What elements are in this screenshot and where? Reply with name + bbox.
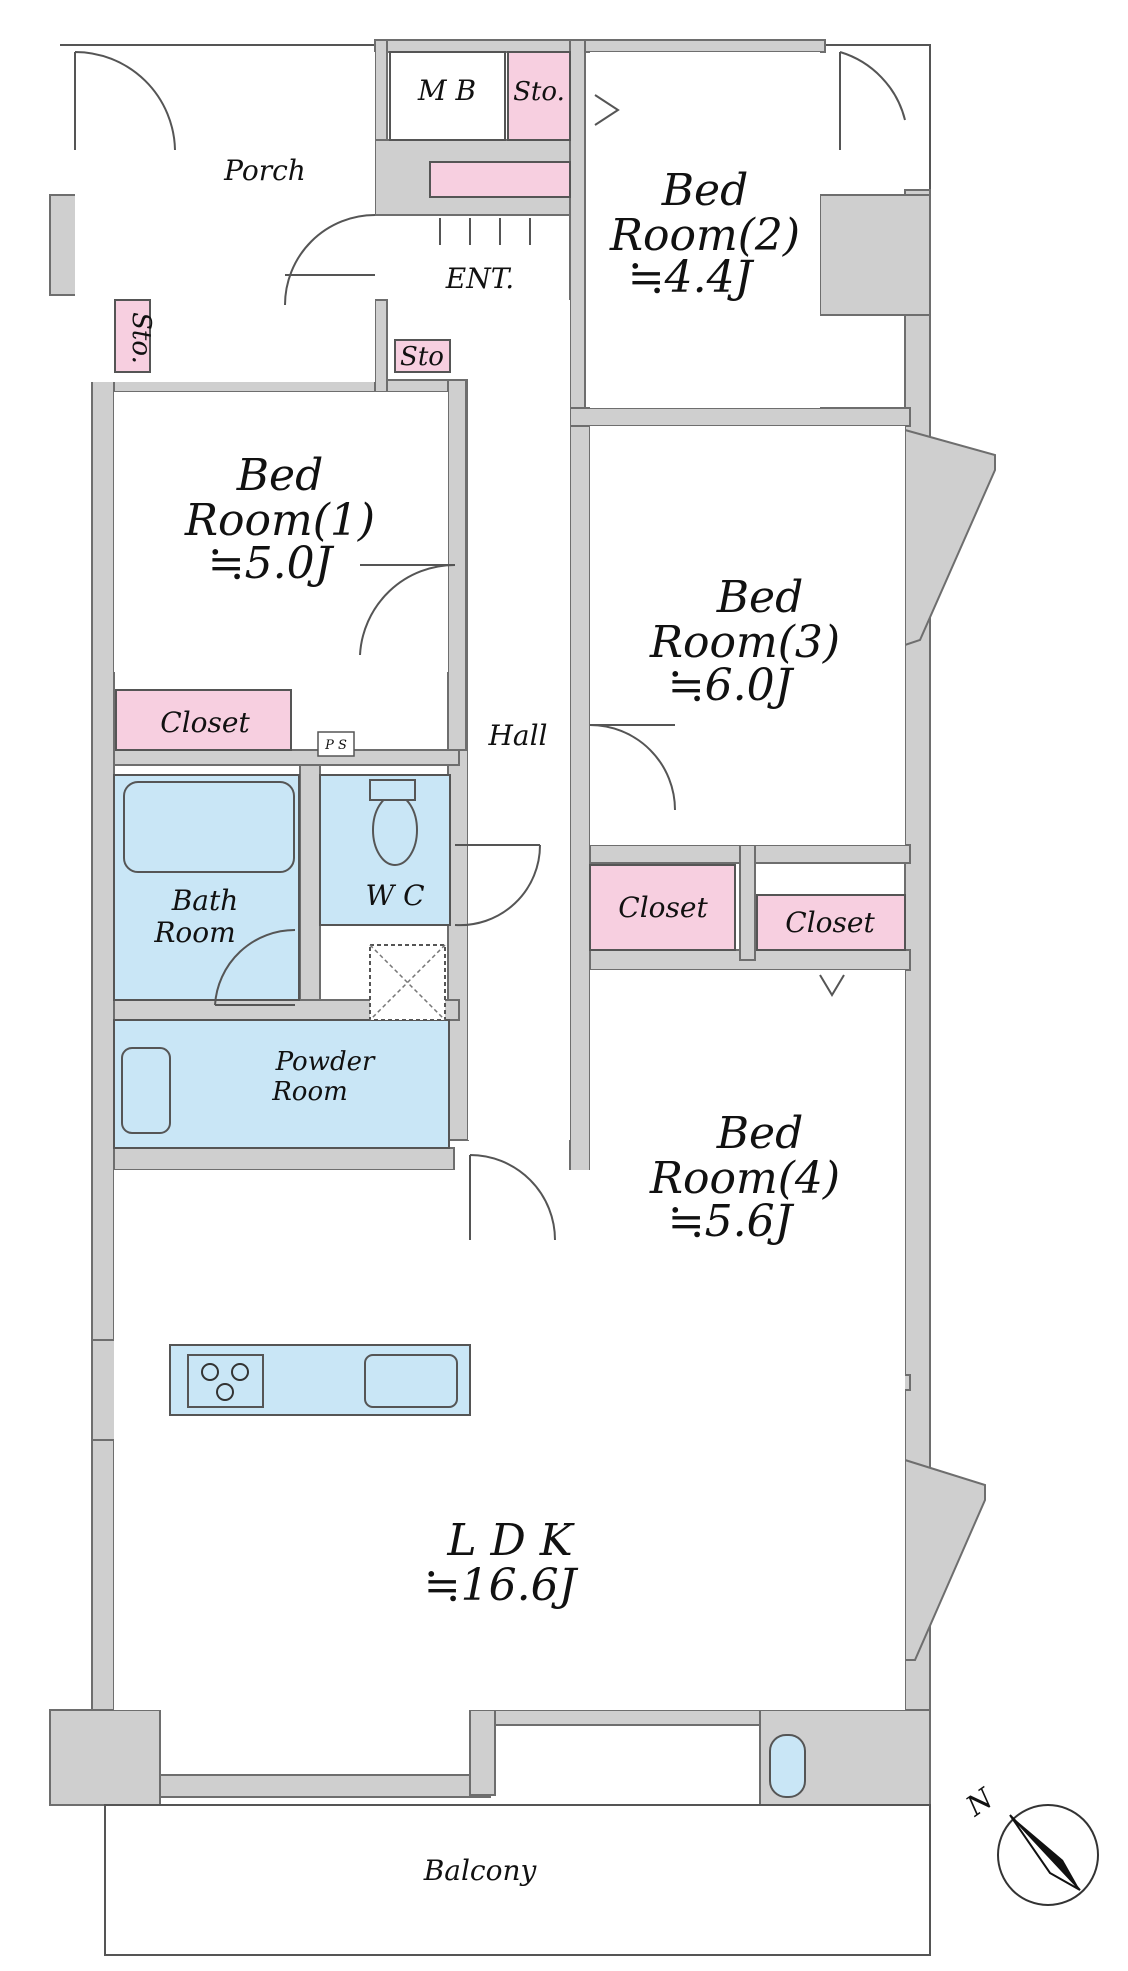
storage-porch — [114, 299, 151, 373]
bedroom-3-title-1: Bed — [716, 572, 804, 623]
balcony-area — [104, 1804, 931, 1956]
bathtub-icon — [123, 781, 295, 873]
storage-hall-label: Sto — [400, 342, 444, 372]
hall-floor — [468, 300, 570, 1140]
doors — [74, 51, 906, 1241]
storage-top-label: Sto. — [513, 77, 565, 107]
bedroom-1-area: ≒5.0J — [208, 538, 335, 589]
entrance-label: ENT. — [445, 262, 514, 295]
bedroom-3-floor — [590, 426, 905, 845]
bedroom-2-floor — [590, 52, 820, 408]
closet-bedroom-3-label: Closet — [618, 891, 708, 924]
storage-top — [507, 51, 571, 141]
bedroom-1-title-2: Room(1) — [184, 495, 375, 546]
ldk-area: ≒16.6J — [424, 1560, 579, 1611]
closet-bedroom-4 — [756, 894, 906, 951]
toilet-icon — [372, 794, 418, 866]
bedroom-2-area: ≒4.4J — [628, 252, 755, 303]
ldk-label: L D K — [446, 1515, 574, 1566]
rooms — [75, 52, 905, 1710]
bedroom-2-title-1: Bed — [661, 165, 749, 216]
sink-icon — [364, 1354, 458, 1408]
bedroom-3-title-2: Room(3) — [649, 617, 840, 668]
bedroom-1-title-1: Bed — [236, 450, 324, 501]
hall-label: Hall — [487, 719, 547, 752]
meter-box — [389, 51, 506, 141]
wet-areas — [113, 774, 806, 1798]
pipe-space — [317, 731, 355, 757]
bedroom-1-floor — [114, 392, 448, 672]
closet-bedroom-4-label: Closet — [785, 906, 875, 939]
shoe-cabinet — [429, 161, 571, 198]
labels: Porch M B Sto. Sto. Sto ENT. Bed Room(2)… — [126, 74, 875, 1887]
porch-label: Porch — [223, 154, 306, 187]
meter-box-label: M B — [417, 74, 476, 107]
bath-label-2: Room — [153, 916, 235, 949]
wc-label: W C — [365, 879, 424, 912]
storage-areas — [114, 51, 906, 951]
ldk-floor — [114, 1170, 905, 1710]
bath-label-1: Bath — [171, 884, 239, 917]
bedroom-4-title-2: Room(4) — [649, 1153, 840, 1204]
balcony-label: Balcony — [423, 1854, 538, 1887]
bedroom-3-area: ≒6.0J — [668, 660, 795, 711]
storage-hall — [394, 339, 451, 373]
water-heater-icon — [769, 1734, 806, 1798]
toilet-tank — [369, 779, 416, 801]
powder-label-2: Room — [271, 1077, 348, 1107]
stove-burners-icon — [187, 1354, 264, 1408]
powder-label-1: Powder — [275, 1047, 376, 1077]
closet-bedroom-1-label: Closet — [160, 706, 250, 739]
north-arrow-icon: N — [959, 1781, 1099, 1906]
washbasin-icon — [121, 1047, 171, 1134]
pipe-space-label: P S — [324, 738, 347, 753]
bedroom-4-title-1: Bed — [716, 1108, 804, 1159]
closet-bedroom-3 — [589, 864, 736, 951]
storage-porch-label: Sto. — [126, 312, 156, 364]
bedroom-4-area: ≒5.6J — [668, 1196, 795, 1247]
closet-bedroom-1 — [115, 689, 292, 751]
bedroom-2-title-2: Room(2) — [609, 210, 800, 261]
